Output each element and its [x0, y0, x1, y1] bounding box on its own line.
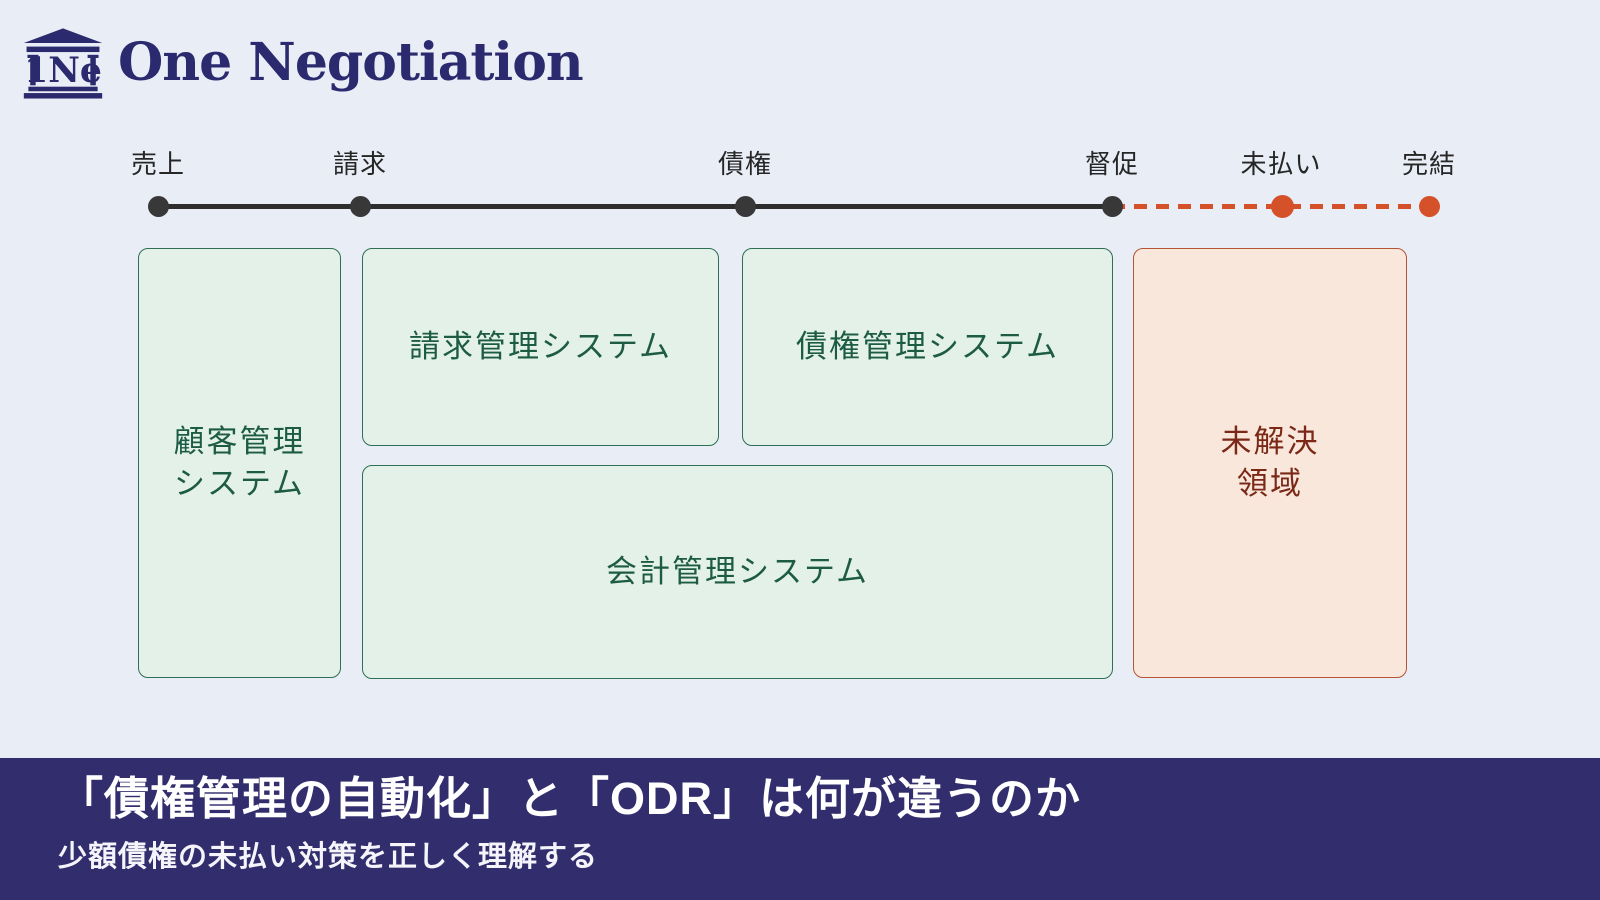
temple-logo-icon: 1Ne [23, 28, 103, 99]
accounting-management-system-box: 会計管理システム [362, 465, 1113, 679]
billing-management-system-label: 請求管理システム [408, 329, 673, 365]
unresolved-area-box: 未解決 領域 [1133, 248, 1407, 678]
timeline-dot-sales [148, 196, 169, 217]
timeline-stage-label-sales: 売上 [130, 149, 185, 179]
customer-management-system-label: 顧客管理 システム [173, 424, 306, 501]
unresolved-area-label: 未解決 領域 [1220, 424, 1320, 501]
brand-wordmark: One Negotiation [118, 32, 584, 93]
billing-management-system-box: 請求管理システム [362, 248, 719, 446]
banner-title: 「債権管理の自動化」と「ODR」は何が違うのか [58, 773, 1081, 824]
receivables-management-system-box: 債権管理システム [742, 248, 1113, 446]
timeline-dot-dunning [1102, 196, 1123, 217]
logo: 1Ne One Negotiation [22, 26, 584, 100]
timeline-dashed-segment [1112, 204, 1429, 209]
timeline-solid-segment [158, 204, 1112, 209]
timeline-dot-unpaid [1271, 195, 1294, 218]
logo-monogram-text: 1Ne [24, 50, 102, 91]
timeline-stage-label-dunning: 督促 [1084, 149, 1139, 179]
timeline-stage-label-unpaid: 未払い [1240, 149, 1322, 179]
customer-management-system-box: 顧客管理 システム [138, 248, 341, 678]
timeline-dot-receivable [735, 196, 756, 217]
timeline-dot-closure [1419, 196, 1440, 217]
timeline-dot-billing [350, 196, 371, 217]
title-banner: 「債権管理の自動化」と「ODR」は何が違うのか 少額債権の未払い対策を正しく理解… [0, 758, 1600, 900]
banner-subtitle: 少額債権の未払い対策を正しく理解する [58, 840, 599, 873]
accounting-management-system-label: 会計管理システム [605, 554, 870, 590]
timeline-stage-label-closure: 完結 [1401, 149, 1456, 179]
timeline-stage-label-receivable: 債権 [717, 149, 772, 179]
timeline-stage-label-billing: 請求 [332, 149, 387, 179]
receivables-management-system-label: 債権管理システム [795, 329, 1060, 365]
